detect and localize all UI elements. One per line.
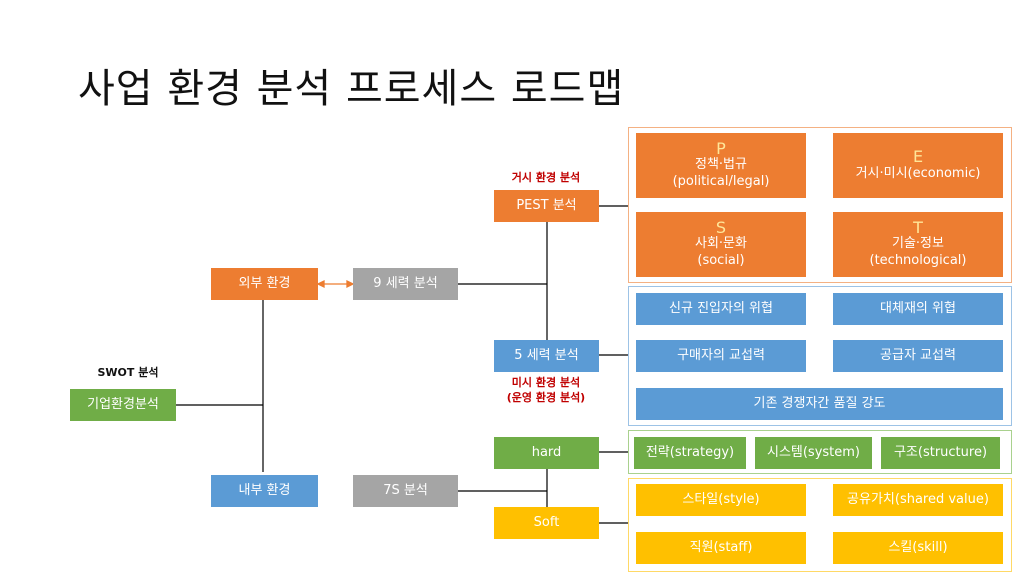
soft-skill[interactable]: 스킬(skill) xyxy=(833,532,1003,564)
hard-strategy[interactable]: 전략(strategy) xyxy=(634,437,746,469)
internal-environment-node[interactable]: 내부 환경 xyxy=(211,475,318,507)
micro-analysis-label-line2: (운영 환경 분석) xyxy=(506,390,586,404)
pest-technological-box[interactable]: T 기술·정보 (technological) xyxy=(833,212,1003,277)
external-environment-node[interactable]: 외부 환경 xyxy=(211,268,318,300)
five-forces-rivalry[interactable]: 기존 경쟁자간 품질 강도 xyxy=(636,388,1003,420)
pest-political-box[interactable]: P 정책·법규 (political/legal) xyxy=(636,133,806,198)
five-forces-substitutes[interactable]: 대체재의 위협 xyxy=(833,293,1003,325)
soft-style[interactable]: 스타일(style) xyxy=(636,484,806,516)
double-arrow-icon xyxy=(316,279,355,289)
soft-node[interactable]: Soft xyxy=(494,507,599,539)
pest-technological-line1: 기술·정보 xyxy=(892,236,944,252)
five-forces-node[interactable]: 5 세력 분석 xyxy=(494,340,599,372)
pest-node[interactable]: PEST 분석 xyxy=(494,190,599,222)
seven-s-node[interactable]: 7S 분석 xyxy=(353,475,458,507)
macro-analysis-label: 거시 환경 분석 xyxy=(511,171,581,184)
pest-letter-e: E xyxy=(912,147,924,167)
enterprise-analysis-node[interactable]: 기업환경분석 xyxy=(70,389,176,421)
pest-economic-box[interactable]: E 거시·미시(economic) xyxy=(833,133,1003,198)
micro-analysis-label: 미시 환경 분석 (운영 환경 분석) xyxy=(494,376,598,406)
pest-frame xyxy=(628,127,1012,283)
soft-frame xyxy=(628,478,1012,572)
soft-shared-value[interactable]: 공유가치(shared value) xyxy=(833,484,1003,516)
pest-social-line1: 사회·문화 xyxy=(695,236,747,252)
hard-system[interactable]: 시스템(system) xyxy=(755,437,872,469)
micro-analysis-label-line1: 미시 환경 분석 xyxy=(511,376,581,389)
pest-letter-t: T xyxy=(913,217,923,237)
five-forces-suppliers[interactable]: 공급자 교섭력 xyxy=(833,340,1003,372)
nine-forces-node[interactable]: 9 세력 분석 xyxy=(353,268,458,300)
pest-social-line2: (social) xyxy=(697,253,745,269)
pest-political-line2: (political/legal) xyxy=(672,174,770,190)
five-forces-buyers[interactable]: 구매자의 교섭력 xyxy=(636,340,806,372)
pest-economic-line1: 거시·미시(economic) xyxy=(855,165,981,181)
pest-technological-line2: (technological) xyxy=(869,253,967,269)
hard-structure[interactable]: 구조(structure) xyxy=(881,437,1000,469)
pest-letter-p: P xyxy=(716,138,726,158)
pest-political-line1: 정책·법규 xyxy=(695,157,747,173)
pest-letter-s: S xyxy=(715,217,727,237)
pest-social-box[interactable]: S 사회·문화 (social) xyxy=(636,212,806,277)
swot-label: SWOT 분석 xyxy=(97,366,159,379)
five-forces-frame xyxy=(628,286,1012,426)
hard-node[interactable]: hard xyxy=(494,437,599,469)
page-title: 사업 환경 분석 프로세스 로드맵 xyxy=(78,66,625,112)
five-forces-new-entrants[interactable]: 신규 진입자의 위협 xyxy=(636,293,806,325)
soft-staff[interactable]: 직원(staff) xyxy=(636,532,806,564)
hard-frame xyxy=(628,430,1012,474)
